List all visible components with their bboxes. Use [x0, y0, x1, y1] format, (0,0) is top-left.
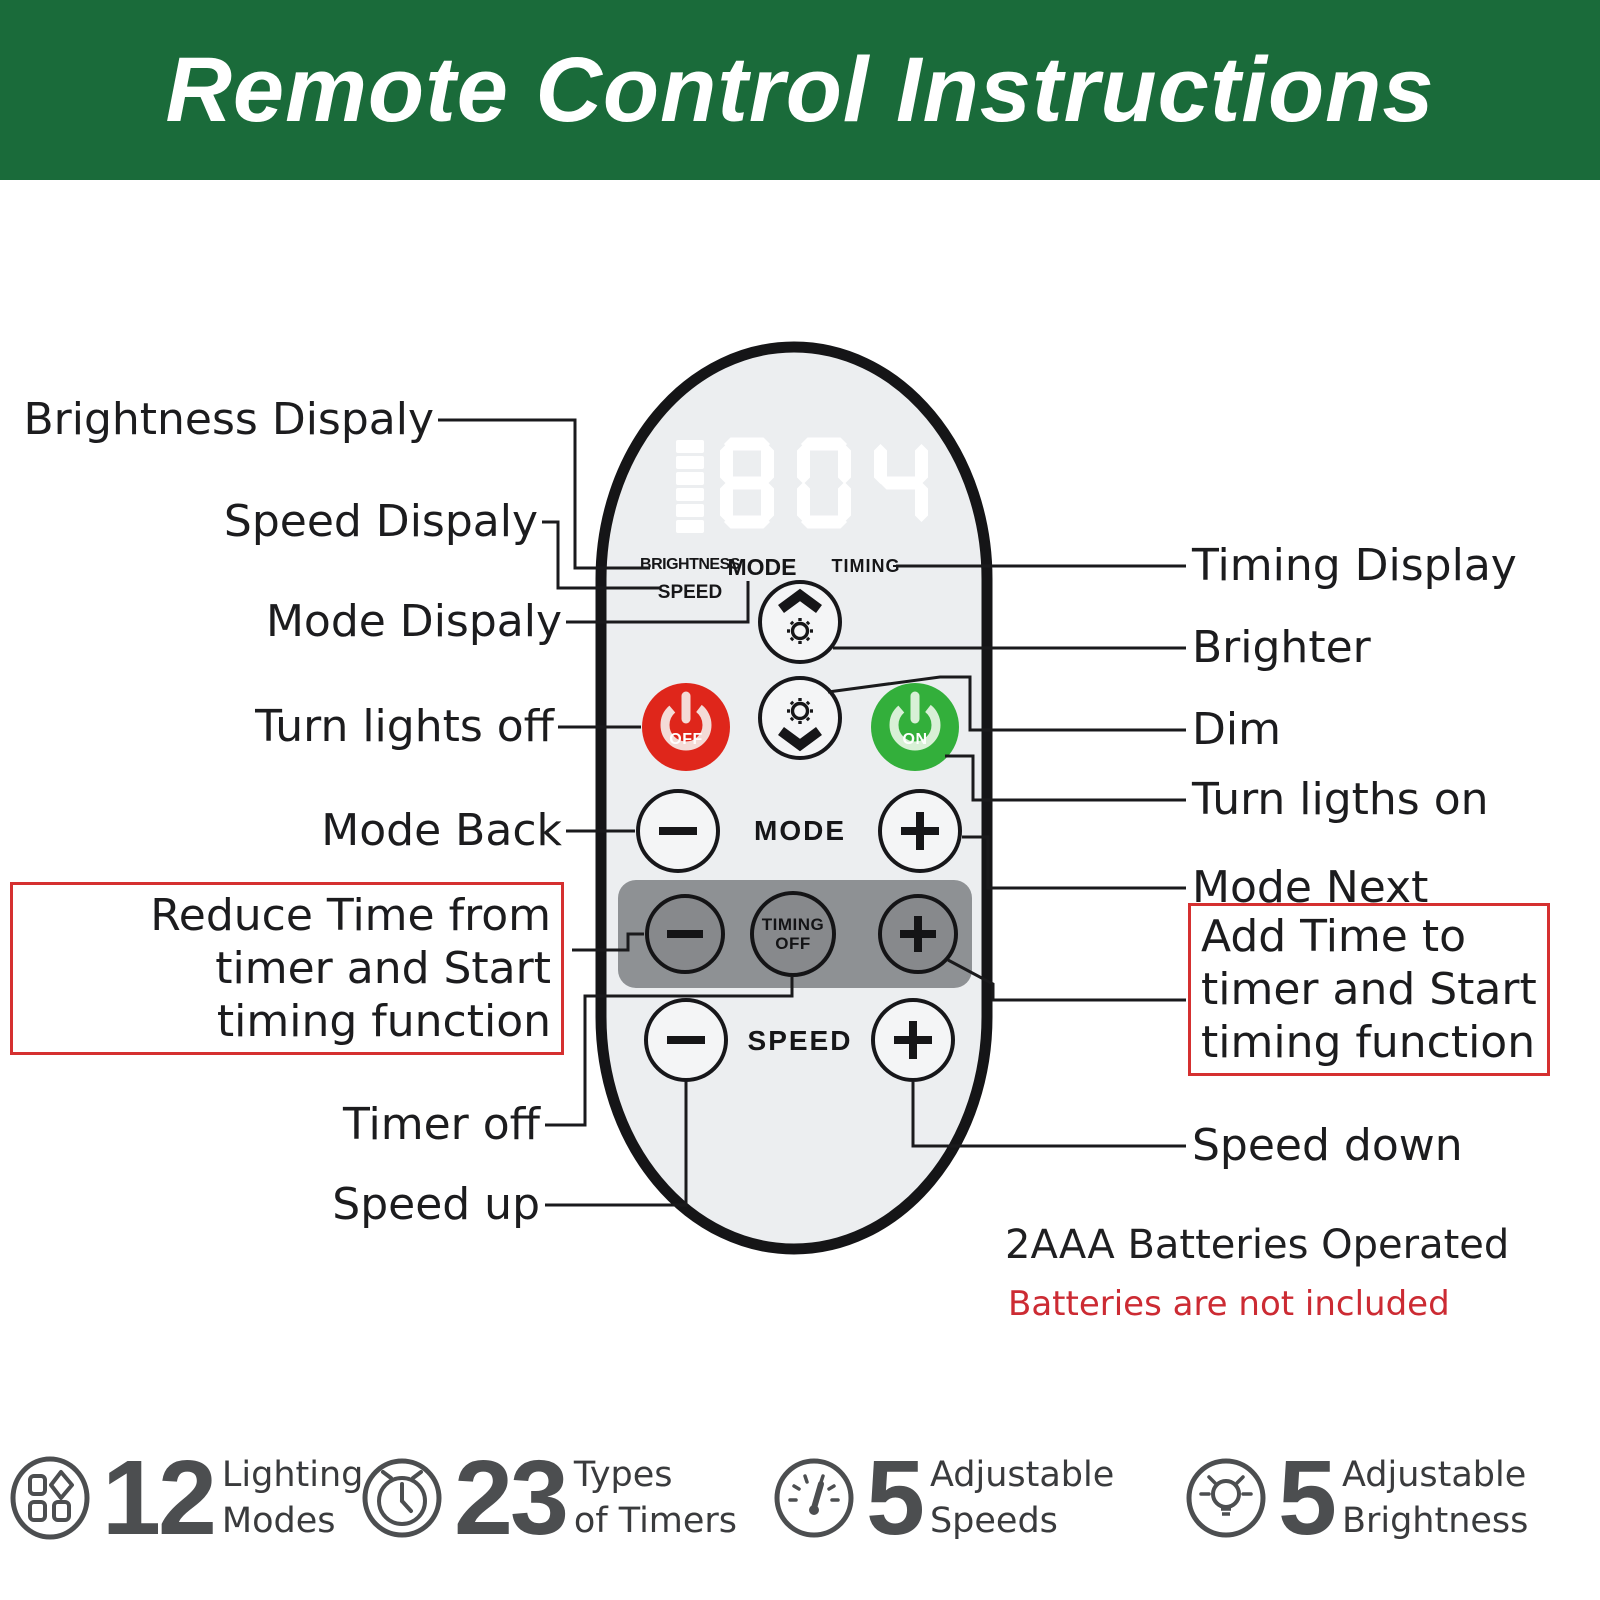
mode-back-button — [636, 789, 720, 873]
minus-icon — [667, 930, 703, 938]
feature-number: 5 — [1278, 1439, 1337, 1557]
feature-lighting-modes: 12 Lighting Modes — [8, 1445, 363, 1551]
bulb-icon — [1186, 1458, 1266, 1538]
line-speed-down — [911, 1082, 1186, 1148]
brightness-down-icon — [778, 698, 822, 752]
mode-next-button — [878, 789, 962, 873]
timing-off-label-line2: OFF — [775, 934, 811, 953]
off-button-label: OFF — [669, 730, 703, 748]
battery-warning-note: Batteries are not included — [1008, 1284, 1450, 1324]
feature-label-line1: Lighting — [221, 1455, 364, 1495]
display-label-mode: MODE — [727, 554, 797, 580]
line-speed-display — [542, 520, 660, 590]
speed-down-button — [871, 998, 955, 1082]
brightness-up-icon — [778, 588, 822, 644]
callout-speed-display: Speed Dispaly — [223, 496, 538, 547]
feature-adjustable-speeds: 5 Adjustable Speeds — [772, 1445, 1114, 1551]
add-time-line3: timing function — [1201, 1017, 1536, 1068]
dim-button — [758, 676, 842, 760]
plus-icon — [901, 812, 939, 850]
feature-label-line2: Speeds — [929, 1501, 1058, 1541]
feature-label-line2: Brightness — [1341, 1501, 1529, 1541]
callout-add-time-box: Add Time to timer and Start timing funct… — [1188, 903, 1550, 1076]
plus-icon — [900, 916, 936, 952]
level-indicator-bars — [676, 440, 704, 533]
feature-number: 23 — [454, 1439, 569, 1557]
callout-brightness-display: Brightness Dispaly — [23, 394, 434, 445]
lights-on-button: ON — [871, 683, 959, 771]
speed-up-button — [644, 998, 728, 1082]
speedometer-icon — [774, 1458, 854, 1538]
callout-speed-up: Speed up — [332, 1179, 540, 1230]
display-label-timing: TIMING — [831, 556, 901, 576]
mode-row-label: MODE — [754, 815, 846, 846]
feature-number: 12 — [102, 1439, 217, 1557]
header-banner: Remote Control Instructions — [0, 0, 1600, 180]
timing-off-button: TIMING OFF — [750, 891, 836, 977]
on-button-label: ON — [902, 730, 928, 748]
line-mode-next — [962, 835, 1186, 890]
minus-icon — [659, 827, 697, 835]
battery-note: 2AAA Batteries Operated — [1005, 1222, 1510, 1268]
led-display-digits — [720, 437, 928, 529]
feature-number: 5 — [866, 1439, 925, 1557]
reduce-time-line1: Reduce Time from — [150, 890, 551, 941]
minus-icon — [667, 1036, 705, 1044]
power-on-icon — [889, 691, 941, 751]
callout-timer-off: Timer off — [343, 1099, 540, 1150]
lights-off-button: OFF — [642, 683, 730, 771]
line-turn-lights-on — [945, 754, 1186, 802]
page-title: Remote Control Instructions — [165, 38, 1435, 141]
power-off-icon — [660, 691, 712, 751]
callout-mode-back: Mode Back — [321, 805, 562, 856]
plus-icon — [894, 1021, 932, 1059]
speed-row-label: SPEED — [747, 1025, 853, 1056]
timer-plus-button — [878, 894, 958, 974]
brighter-button — [758, 580, 842, 664]
timer-icon — [362, 1458, 442, 1538]
callout-timing-display: Timing Display — [1192, 540, 1517, 591]
callout-dim: Dim — [1192, 704, 1281, 755]
callout-brighter: Brighter — [1192, 622, 1371, 673]
reduce-time-line3: timing function — [216, 996, 551, 1047]
reduce-time-line2: timer and Start — [215, 943, 551, 994]
callout-turn-lights-on: Turn ligths on — [1192, 774, 1489, 825]
timer-minus-button — [645, 894, 725, 974]
feature-label-line1: Adjustable — [929, 1455, 1115, 1495]
feature-label-line1: Types — [573, 1455, 673, 1495]
line-add-time — [947, 958, 1186, 1002]
feature-adjustable-brightness: 5 Adjustable Brightness — [1184, 1445, 1528, 1551]
callout-reduce-time-box: Reduce Time from timer and Start timing … — [10, 882, 564, 1055]
display-label-speed: SPEED — [657, 582, 723, 603]
add-time-line1: Add Time to — [1201, 911, 1467, 962]
add-time-line2: timer and Start — [1201, 964, 1537, 1015]
feature-label-line2: of Timers — [573, 1501, 738, 1541]
timing-off-label-line1: TIMING — [761, 915, 825, 934]
feature-timer-types: 23 Types of Timers — [360, 1445, 737, 1551]
callout-speed-down: Speed down — [1192, 1120, 1463, 1171]
callout-mode-display: Mode Dispaly — [265, 596, 562, 647]
lighting-modes-icon — [10, 1456, 90, 1540]
feature-label-line2: Modes — [221, 1501, 336, 1541]
line-speed-up — [545, 1081, 688, 1207]
callout-turn-lights-off: Turn lights off — [255, 701, 554, 752]
feature-label-line1: Adjustable — [1341, 1455, 1527, 1495]
